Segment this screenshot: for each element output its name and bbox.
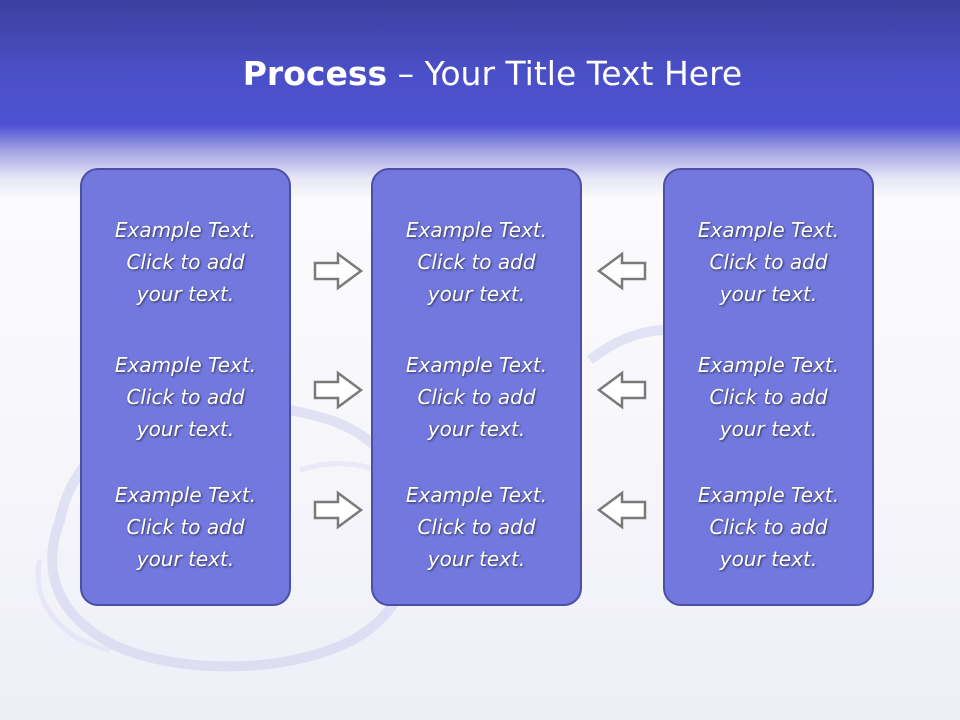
arrow-right-icon[interactable] — [312, 370, 364, 410]
text-line: your text. — [136, 547, 235, 571]
text-placeholder[interactable]: Example Text. Click to add your text. — [82, 214, 289, 310]
text-line: Example Text. — [697, 218, 840, 242]
arrow-right-icon[interactable] — [312, 490, 364, 530]
text-placeholder[interactable]: Example Text. Click to add your text. — [665, 349, 872, 445]
center-process-box[interactable]: Example Text. Click to add your text. Ex… — [371, 168, 582, 606]
left-process-box[interactable]: Example Text. Click to add your text. Ex… — [80, 168, 291, 606]
text-line: Click to add — [126, 250, 245, 274]
text-line: your text. — [427, 282, 526, 306]
text-line: Example Text. — [114, 353, 257, 377]
text-line: Example Text. — [405, 353, 548, 377]
text-line: Click to add — [709, 385, 828, 409]
header-band — [0, 0, 960, 200]
right-process-box[interactable]: Example Text. Click to add your text. Ex… — [663, 168, 874, 606]
text-line: your text. — [136, 417, 235, 441]
text-line: Click to add — [126, 385, 245, 409]
text-placeholder[interactable]: Example Text. Click to add your text. — [82, 349, 289, 445]
slide-title[interactable]: Process – Your Title Text Here — [0, 52, 960, 96]
arrow-left-icon[interactable] — [596, 251, 648, 291]
text-line: your text. — [719, 547, 818, 571]
text-line: Example Text. — [405, 218, 548, 242]
text-line: Example Text. — [697, 483, 840, 507]
text-line: your text. — [427, 547, 526, 571]
text-placeholder[interactable]: Example Text. Click to add your text. — [665, 479, 872, 575]
text-line: Click to add — [417, 250, 536, 274]
text-line: Click to add — [709, 250, 828, 274]
arrow-left-icon[interactable] — [596, 370, 648, 410]
arrow-right-icon[interactable] — [312, 251, 364, 291]
text-line: Example Text. — [114, 218, 257, 242]
title-rest: – Your Title Text Here — [387, 54, 743, 93]
text-line: Click to add — [126, 515, 245, 539]
text-placeholder[interactable]: Example Text. Click to add your text. — [373, 349, 580, 445]
text-line: your text. — [427, 417, 526, 441]
text-line: Example Text. — [114, 483, 257, 507]
title-bold: Process — [242, 54, 388, 93]
text-line: Example Text. — [405, 483, 548, 507]
text-placeholder[interactable]: Example Text. Click to add your text. — [373, 479, 580, 575]
text-placeholder[interactable]: Example Text. Click to add your text. — [373, 214, 580, 310]
text-placeholder[interactable]: Example Text. Click to add your text. — [82, 479, 289, 575]
text-line: your text. — [719, 417, 818, 441]
text-line: Example Text. — [697, 353, 840, 377]
text-line: Click to add — [709, 515, 828, 539]
text-line: Click to add — [417, 515, 536, 539]
arrow-left-icon[interactable] — [596, 490, 648, 530]
text-line: your text. — [719, 282, 818, 306]
text-placeholder[interactable]: Example Text. Click to add your text. — [665, 214, 872, 310]
text-line: Click to add — [417, 385, 536, 409]
text-line: your text. — [136, 282, 235, 306]
